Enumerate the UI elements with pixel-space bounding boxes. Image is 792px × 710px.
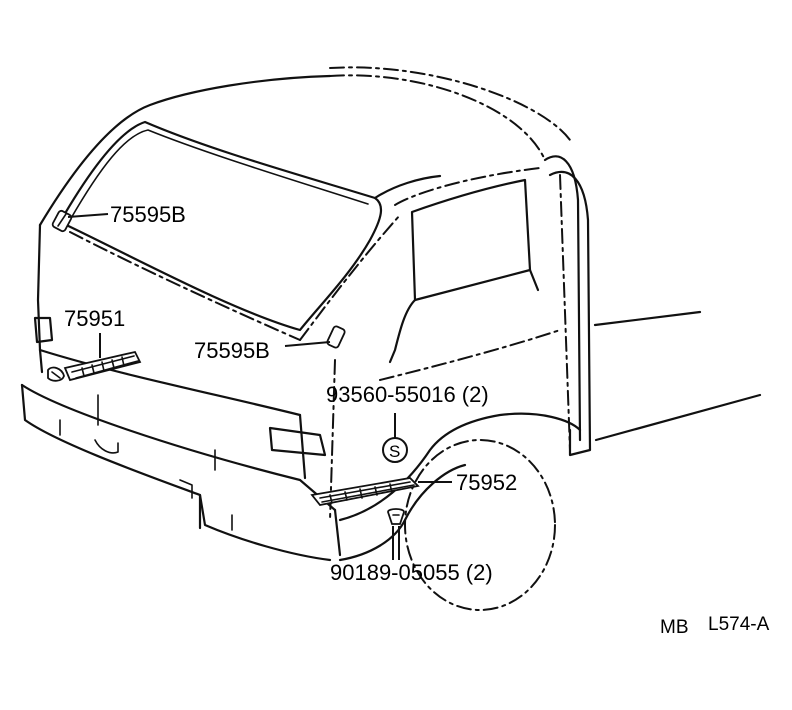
emblem-upper-part <box>51 209 109 233</box>
ref-code-right: L574-A <box>708 614 770 635</box>
label-screw: 93560-55016 (2) <box>326 382 489 407</box>
label-front-garnish: 75951 <box>64 306 125 331</box>
clip-part <box>387 508 405 560</box>
label-emblem-upper: 75595B <box>110 202 186 227</box>
emblem-pillar-part <box>284 325 346 349</box>
ref-code-left: MB <box>660 617 689 638</box>
front-garnish-part <box>47 333 142 382</box>
step-garnish-part <box>310 477 452 506</box>
screw-symbol-letter: S <box>389 442 400 461</box>
screw-part <box>382 413 408 463</box>
label-clip: 90189-05055 (2) <box>330 560 493 585</box>
cab-outline <box>20 66 762 611</box>
label-step-garnish: 75952 <box>456 470 517 495</box>
label-emblem-pillar: 75595B <box>194 338 270 363</box>
